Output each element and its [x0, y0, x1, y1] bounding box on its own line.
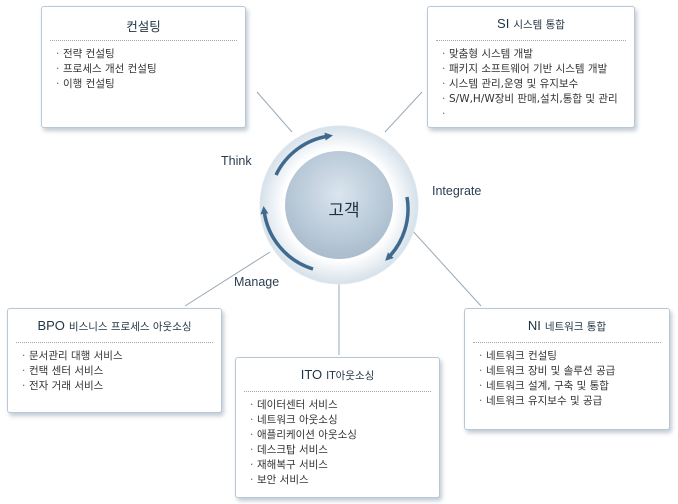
- ito-box: ITO IT아웃소싱 데이터센터 서비스 네트워크 아웃소싱 애플리케이션 아웃…: [235, 357, 440, 498]
- list-item: 문서관리 대행 서비스: [22, 349, 221, 364]
- list-item: 시스템 관리,운영 및 유지보수: [442, 77, 634, 92]
- divider: [244, 391, 431, 392]
- list-item: 프로세스 개선 컨설팅: [56, 62, 245, 77]
- bpo-title-sub: 비스니스 프로세스 아웃소싱: [68, 321, 192, 333]
- list-item: 맞춤형 시스템 개발: [442, 47, 634, 62]
- ni-title: NI 네트워크 통합: [465, 309, 669, 338]
- customer-label: 고객: [328, 201, 360, 221]
- core-circle: [285, 151, 393, 259]
- manage-label: Manage: [234, 275, 280, 289]
- list-item: 컨택 센터 서비스: [22, 364, 221, 379]
- si-title: SI 시스템 통합: [428, 7, 634, 36]
- consulting-title: 컨설팅: [126, 19, 161, 34]
- list-item: 패키지 소프트웨어 기반 시스템 개발: [442, 62, 634, 77]
- list-item: 보안 서비스: [250, 473, 439, 488]
- list-item: 전략 컨설팅: [56, 47, 245, 62]
- ito-title: ITO IT아웃소싱: [236, 358, 439, 387]
- list-item: 네트워크 설계, 구축 및 통합: [479, 379, 669, 394]
- bpo-list: 문서관리 대행 서비스 컨택 센터 서비스 전자 거래 서비스: [8, 349, 221, 394]
- list-item: 네트워크 아웃소싱: [250, 413, 439, 428]
- think-label: Think: [221, 154, 252, 168]
- connector-ni: [409, 227, 482, 307]
- list-item: 네트워크 장비 및 솔루션 공급: [479, 364, 669, 379]
- list-item: 전자 거래 서비스: [22, 379, 221, 394]
- divider: [50, 40, 237, 41]
- list-item: S/W,H/W장비 판매,설치,통합 및 관리: [442, 92, 634, 107]
- ito-title-sub: IT아웃소싱: [326, 370, 375, 382]
- ni-title-main: NI: [527, 318, 541, 333]
- divider: [473, 342, 661, 343]
- si-title-main: SI: [497, 16, 510, 31]
- ni-title-sub: 네트워크 통합: [544, 321, 607, 333]
- list-item: 재해복구 서비스: [250, 458, 439, 473]
- ito-title-main: ITO: [300, 367, 323, 382]
- si-title-sub: 시스템 통합: [513, 19, 565, 31]
- divider: [436, 40, 626, 41]
- si-box: SI 시스템 통합 맞춤형 시스템 개발 패키지 소프트웨어 기반 시스템 개발…: [427, 6, 635, 128]
- list-item: 데스크탑 서비스: [250, 443, 439, 458]
- list-item: 네트워크 컨설팅: [479, 349, 669, 364]
- arrow-think: [274, 132, 333, 176]
- connector-si: [384, 91, 423, 133]
- integrate-label: Integrate: [432, 184, 482, 198]
- list-item: 이행 컨설팅: [56, 77, 245, 92]
- si-list: 맞춤형 시스템 개발 패키지 소프트웨어 기반 시스템 개발 시스템 관리,운영…: [428, 47, 634, 122]
- list-item: 데이터센터 서비스: [250, 398, 439, 413]
- ni-list: 네트워크 컨설팅 네트워크 장비 및 솔루션 공급 네트워크 설계, 구축 및 …: [465, 349, 669, 409]
- bpo-box: BPO 비스니스 프로세스 아웃소싱 문서관리 대행 서비스 컨택 센터 서비스…: [7, 308, 222, 413]
- consulting-list: 전략 컨설팅 프로세스 개선 컨설팅 이행 컨설팅: [42, 47, 245, 92]
- divider: [16, 342, 213, 343]
- bpo-title: BPO 비스니스 프로세스 아웃소싱: [8, 309, 221, 338]
- ito-list: 데이터센터 서비스 네트워크 아웃소싱 애플리케이션 아웃소싱 데스크탑 서비스…: [236, 398, 439, 488]
- arrow-manage: [260, 206, 314, 271]
- bpo-title-main: BPO: [37, 318, 65, 333]
- consulting-box: 컨설팅 전략 컨설팅 프로세스 개선 컨설팅 이행 컨설팅: [41, 6, 246, 128]
- connector-consulting: [256, 91, 293, 133]
- ni-box: NI 네트워크 통합 네트워크 컨설팅 네트워크 장비 및 솔루션 공급 네트워…: [464, 308, 670, 430]
- connector-bpo: [184, 251, 271, 307]
- list-item: 애플리케이션 아웃소싱: [250, 428, 439, 443]
- arrow-integrate: [385, 196, 410, 261]
- list-item: 네트워크 유지보수 및 공급: [479, 394, 669, 409]
